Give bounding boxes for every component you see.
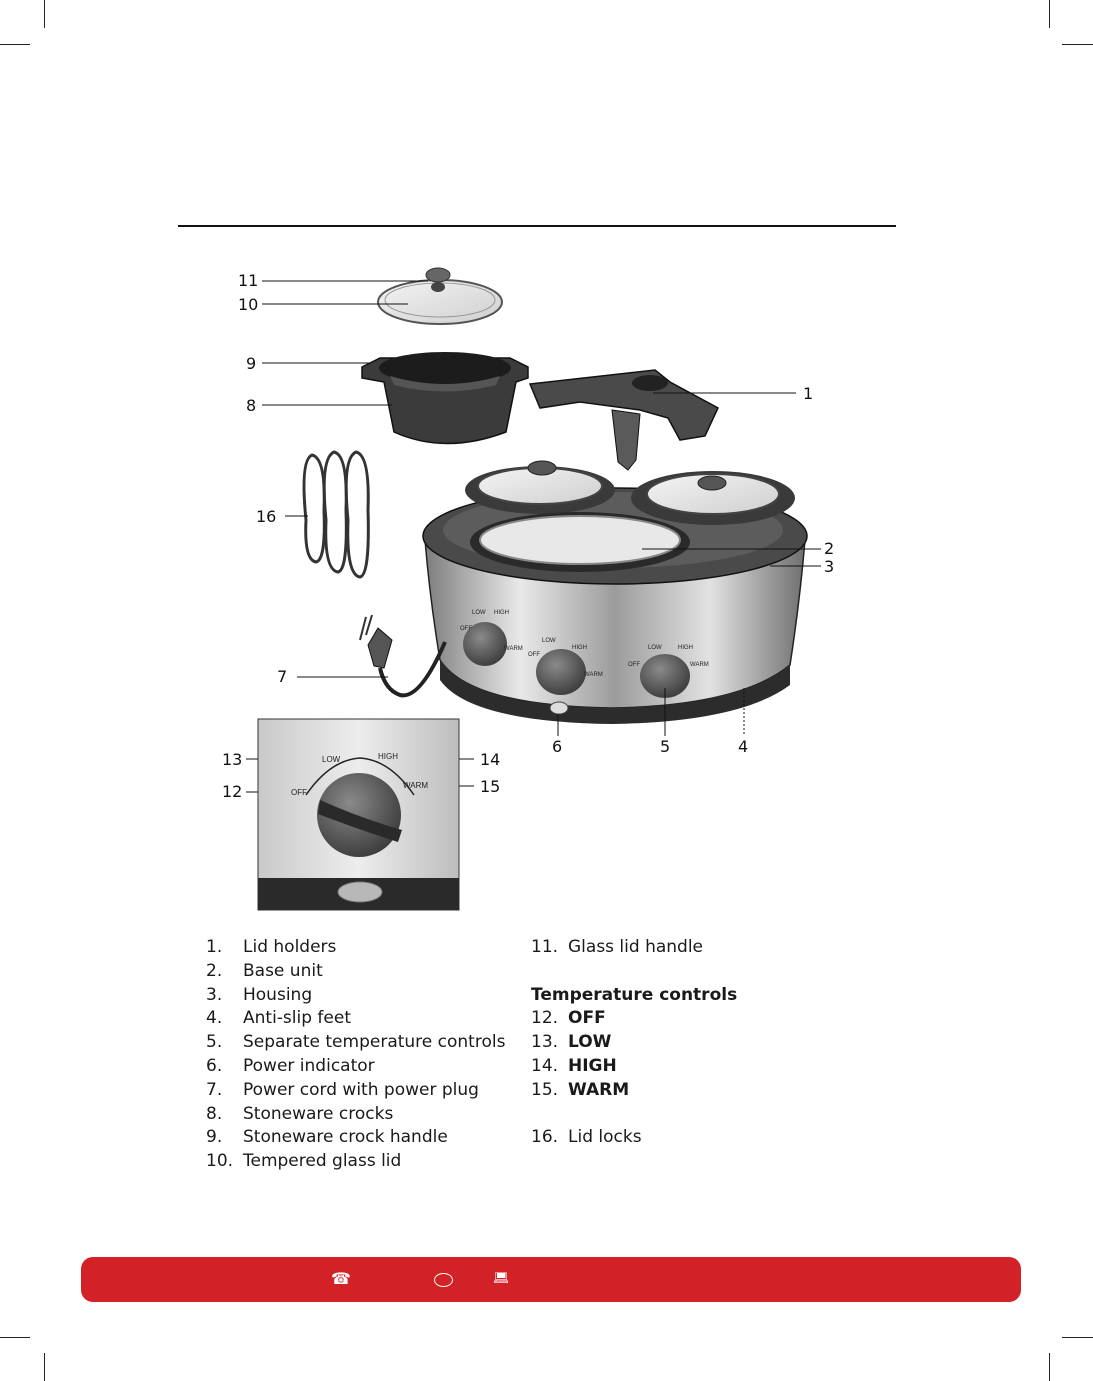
dial-label-high: HIGH: [378, 752, 398, 761]
glass-lid: [377, 267, 503, 325]
section-heading: Temperature controls: [531, 984, 738, 1005]
list-item: 15.WARM: [531, 1079, 630, 1100]
callout-10: 10: [238, 295, 258, 314]
stoneware-crock: [361, 352, 529, 445]
lid-holder: [528, 369, 719, 471]
parts-list-right: 11.Glass lid handle Temperature controls…: [531, 936, 737, 1150]
svg-text:HIGH: HIGH: [494, 610, 509, 616]
crop-mark: [1062, 44, 1093, 45]
callout-5: 5: [660, 737, 670, 756]
temperature-knob: OFF LOW HIGH WARM: [460, 610, 523, 666]
svg-text:LOW: LOW: [542, 638, 556, 644]
crop-mark: [0, 1337, 30, 1338]
list-item: 1.Lid holders: [206, 937, 337, 957]
dial-label-warm: WARM: [403, 781, 428, 790]
svg-text:LOW: LOW: [472, 610, 486, 616]
power-cord: [359, 614, 447, 698]
crop-mark: [0, 44, 30, 45]
svg-text:WARM: WARM: [504, 646, 523, 652]
svg-text:OFF: OFF: [460, 626, 472, 632]
list-item: 3.Housing: [206, 984, 313, 1005]
callout-8: 8: [246, 396, 256, 415]
list-item: 14.HIGH: [531, 1055, 617, 1076]
list-item: 11.Glass lid handle: [531, 937, 704, 957]
callout-11: 11: [238, 271, 258, 290]
callout-16: 16: [256, 507, 276, 526]
temperature-knob: OFF LOW HIGH WARM: [528, 638, 603, 695]
phone-icon: ☎: [331, 1269, 351, 1288]
list-item: 10.Tempered glass lid: [206, 1151, 402, 1172]
svg-text:HIGH: HIGH: [572, 645, 587, 651]
parts-list: 1.Lid holders 2.Base unit 3.Housing 4.An…: [206, 936, 505, 1174]
svg-text:OFF: OFF: [528, 652, 540, 658]
footer-bar: ☎ 💻︎: [81, 1257, 1021, 1302]
callout-6: 6: [552, 737, 562, 756]
list-item: 6.Power indicator: [206, 1055, 375, 1076]
callout-4: 4: [738, 737, 748, 756]
crop-mark: [1062, 1337, 1093, 1338]
dial-inset: OFF LOW HIGH WARM: [257, 718, 460, 911]
crop-mark: [1049, 1353, 1050, 1381]
temperature-knob: OFF LOW HIGH WARM: [628, 645, 709, 698]
list-item: 2.Base unit: [206, 960, 323, 981]
list-item: 16.Lid locks: [531, 1127, 642, 1148]
callout-3: 3: [824, 557, 834, 576]
callout-7: 7: [277, 667, 287, 686]
svg-text:WARM: WARM: [690, 662, 709, 668]
callout-15: 15: [480, 777, 500, 796]
laptop-icon: 💻︎: [493, 1271, 510, 1286]
phone-badge: [434, 1273, 453, 1287]
list-item: 12.OFF: [531, 1008, 606, 1029]
base-unit: [422, 460, 808, 724]
list-item: 9.Stoneware crock handle: [206, 1127, 448, 1148]
crop-mark: [1049, 0, 1050, 28]
list-item: 8.Stoneware crocks: [206, 1103, 394, 1124]
header-rule: [178, 225, 896, 227]
callout-13: 13: [222, 750, 242, 769]
svg-text:LOW: LOW: [648, 645, 662, 651]
crop-mark: [44, 1353, 45, 1381]
dial-label-off: OFF: [291, 788, 307, 797]
callout-14: 14: [480, 750, 500, 769]
callout-9: 9: [246, 354, 256, 373]
callout-2: 2: [824, 539, 834, 558]
product-diagram: OFF LOW HIGH WARM OFF LOW HIGH WARM OFF …: [222, 267, 834, 911]
svg-text:WARM: WARM: [584, 672, 603, 678]
list-item: 13.LOW: [531, 1032, 612, 1053]
crop-mark: [44, 0, 45, 28]
list-item: 4.Anti-slip feet: [206, 1008, 351, 1029]
svg-text:HIGH: HIGH: [678, 645, 693, 651]
callout-12: 12: [222, 782, 242, 801]
callout-1: 1: [803, 384, 813, 403]
dial-label-low: LOW: [322, 755, 341, 764]
lid-locks: [302, 450, 370, 579]
list-item: 5.Separate temperature controls: [206, 1032, 506, 1053]
svg-text:OFF: OFF: [628, 662, 640, 668]
list-item: 7.Power cord with power plug: [206, 1079, 479, 1100]
